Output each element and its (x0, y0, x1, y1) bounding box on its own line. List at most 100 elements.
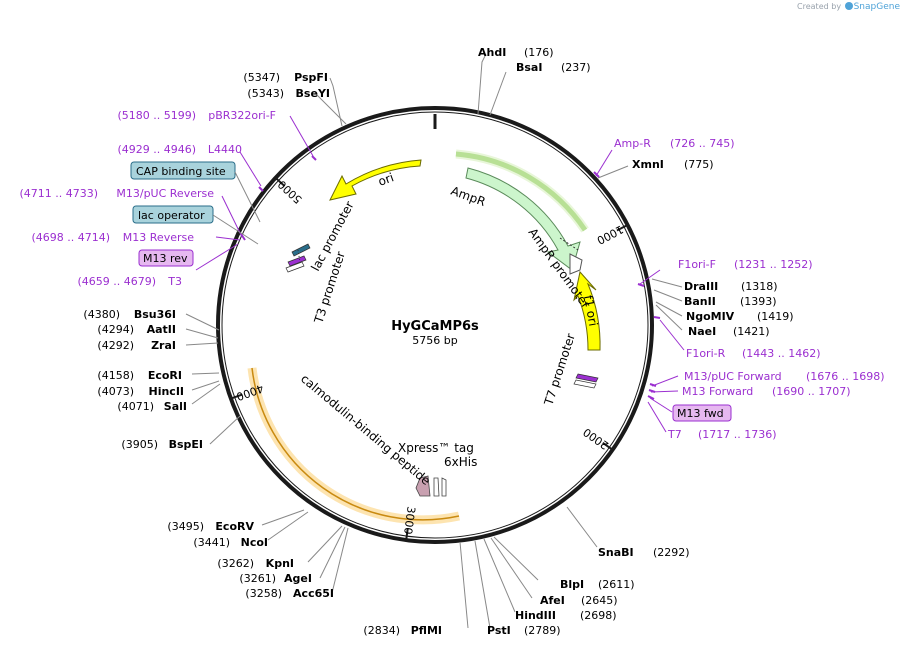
t7-promoter-feature (573, 373, 599, 389)
primer-range: (1676 .. 1698) (806, 370, 885, 383)
site-position: (1318) (741, 280, 778, 293)
primer-name[interactable]: T7 (667, 428, 682, 441)
primer-name[interactable]: T3 (167, 275, 182, 288)
bp-tick (274, 176, 286, 187)
primer-range: (4698 .. 4714) (31, 231, 110, 244)
site-name[interactable]: NgoMIV (686, 310, 735, 323)
site-name[interactable]: BspEI (169, 438, 203, 451)
site-position: (2789) (524, 624, 561, 637)
primer-range: (5180 .. 5199) (117, 109, 196, 122)
site-name[interactable]: EcoRI (148, 369, 182, 382)
primer-name[interactable]: M13/pUC Forward (684, 370, 782, 383)
primer-name[interactable]: M13 Forward (682, 385, 753, 398)
site-name[interactable]: ZraI (151, 339, 176, 352)
site-name[interactable]: NcoI (241, 536, 268, 549)
site-position: (4294) (97, 323, 134, 336)
site-position: (2698) (580, 609, 617, 622)
bp-tick (602, 442, 614, 452)
site-position: (1393) (740, 295, 777, 308)
bp-tick (229, 393, 243, 400)
snapgene-logo-icon (844, 2, 853, 10)
plasmid-name: HyGCaMP6s (391, 319, 479, 334)
primer-name[interactable]: F1ori-R (686, 347, 726, 360)
site-position: (3495) (167, 520, 204, 533)
feature-label-t7-promoter: T7 promoter (541, 332, 578, 408)
site-name[interactable]: AfeI (540, 594, 565, 607)
site-name[interactable]: BsaI (516, 61, 542, 74)
m13-fwd-box[interactable]: M13 fwd (672, 404, 732, 422)
primer-range: (4659 .. 4679) (77, 275, 156, 288)
primer-name[interactable]: M13/pUC Reverse (116, 187, 214, 200)
site-name[interactable]: PspFI (294, 71, 328, 84)
credit-prefix: Created by (797, 2, 842, 11)
site-name[interactable]: KpnI (266, 557, 294, 570)
ampr-region-arc-glow (455, 149, 589, 233)
feature-box-label: CAP binding site (136, 165, 226, 178)
site-name[interactable]: DraIII (684, 280, 718, 293)
site-name[interactable]: XmnI (632, 158, 664, 171)
primer-range: (1690 .. 1707) (772, 385, 851, 398)
feature-label-calmodulin-binding-peptide: calmodulin-binding peptide (298, 372, 433, 488)
site-name[interactable]: BseYI (296, 87, 330, 100)
feature-label-ampr: AmpR (449, 184, 487, 209)
site-name[interactable]: AatII (147, 323, 176, 336)
site-position: (3441) (193, 536, 230, 549)
site-leaders (185, 53, 683, 629)
site-name[interactable]: NaeI (688, 325, 716, 338)
feature-label-ori: ori (376, 170, 395, 188)
bp-tick (405, 528, 409, 542)
primer-name[interactable]: L4440 (208, 143, 242, 156)
feature-label-6xhis: 6xHis (444, 455, 477, 469)
site-name[interactable]: HincII (148, 385, 184, 398)
feature-box-label: lac operator (138, 209, 205, 222)
site-name[interactable]: PstI (487, 624, 511, 637)
site-name[interactable]: AhdI (478, 46, 506, 59)
site-position: (5343) (247, 87, 284, 100)
cap-binding-site-box[interactable]: CAP binding site (130, 161, 236, 180)
site-name[interactable]: BlpI (560, 578, 584, 591)
site-name[interactable]: BanII (684, 295, 716, 308)
site-position: (4292) (97, 339, 134, 352)
site-position: (2611) (598, 578, 635, 591)
site-name[interactable]: EcoRV (215, 520, 254, 533)
primer-name[interactable]: Amp-R (614, 137, 651, 150)
m13-rev-box[interactable]: M13 rev (138, 249, 194, 267)
lac-operator-box[interactable]: lac operator (132, 205, 214, 224)
site-name[interactable]: AgeI (284, 572, 312, 585)
primer-name: M13 fwd (677, 407, 724, 420)
ampr-promoter-feature (569, 253, 583, 275)
site-position: (3261) (239, 572, 276, 585)
primer-name[interactable]: pBR322ori-F (208, 109, 276, 122)
site-position: (4158) (97, 369, 134, 382)
primer-range: (1231 .. 1252) (734, 258, 813, 271)
lac-promoter-feature (285, 243, 311, 273)
site-position: (2645) (581, 594, 618, 607)
plasmid-backbone (216, 106, 654, 544)
6xhis-feature (441, 477, 447, 497)
site-name[interactable]: SnaBI (598, 546, 634, 559)
site-position: (2834) (363, 624, 400, 637)
primer-range: (4711 .. 4733) (19, 187, 98, 200)
site-name[interactable]: PflMI (411, 624, 442, 637)
site-position: (3905) (121, 438, 158, 451)
feature-label-xpress-tag: Xpress™ tag (398, 441, 474, 455)
site-name[interactable]: Acc65I (293, 587, 334, 600)
primer-name[interactable]: M13 Reverse (123, 231, 194, 244)
plasmid-length: 5756 bp (412, 334, 457, 347)
site-position: (237) (561, 61, 591, 74)
site-position: (4071) (117, 400, 154, 413)
site-position: (4380) (83, 308, 120, 321)
f1-ori-feature (573, 270, 601, 351)
bp-tick-label: 3000 (401, 506, 418, 535)
site-position: (1421) (733, 325, 770, 338)
credit-brand: SnapGene (853, 2, 900, 12)
site-name[interactable]: SalI (164, 400, 187, 413)
site-name[interactable]: HindIII (515, 609, 556, 622)
primer-name: M13 rev (143, 252, 188, 265)
bp-tick (616, 223, 629, 232)
primer-name[interactable]: F1ori-F (678, 258, 716, 271)
primer-range: (1717 .. 1736) (698, 428, 777, 441)
tag-features (415, 475, 447, 497)
site-name[interactable]: Bsu36I (134, 308, 176, 321)
